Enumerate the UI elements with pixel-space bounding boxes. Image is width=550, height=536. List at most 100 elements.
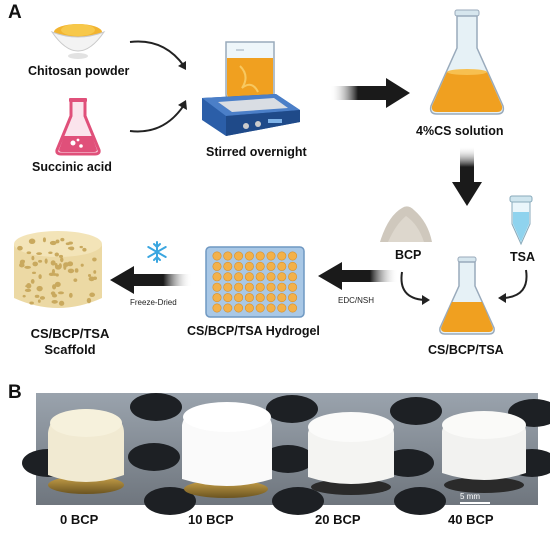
scaffold-pore <box>42 237 46 243</box>
plate-well <box>212 293 222 303</box>
scaffold-pore <box>37 299 41 303</box>
plate-hole <box>390 397 442 425</box>
scaffold-pore <box>68 292 73 298</box>
scaffold-pore <box>60 257 64 263</box>
scaffold-pore <box>19 259 25 266</box>
scaffold-pore <box>36 285 43 292</box>
plate-well <box>255 303 265 313</box>
plate-well <box>266 251 276 261</box>
plate-well <box>212 282 222 292</box>
scaffold-pore <box>57 291 65 295</box>
mixture-label: CS/BCP/TSA <box>428 343 504 357</box>
scaffold-pore <box>89 292 96 298</box>
scaffold-pore <box>54 252 59 257</box>
plate-well <box>212 261 222 271</box>
plate-hole <box>394 487 446 515</box>
edc-nsh-label: EDC/NSH <box>338 296 375 305</box>
scaffold-pore <box>39 296 46 300</box>
scale-bar-label: 5 mm <box>460 492 480 501</box>
plate-well <box>223 282 233 292</box>
scaffold-pore <box>55 239 60 244</box>
scaffold-pore <box>92 276 98 280</box>
scaffold-pore <box>22 294 26 298</box>
scaffold-pore <box>36 252 43 256</box>
succinic-acid-label: Succinic acid <box>32 160 112 174</box>
scaffold-pore <box>31 255 35 261</box>
plate-hole <box>272 487 324 515</box>
plate-well <box>266 261 276 271</box>
succinic-acid-flask-icon <box>55 98 101 156</box>
plate-well <box>244 282 254 292</box>
bcp-powder-icon <box>380 206 432 242</box>
scaffold-pore <box>38 274 42 279</box>
plate-well <box>244 261 254 271</box>
scaffold-pore <box>73 278 78 282</box>
scaffold-pore <box>26 283 32 289</box>
plate-well <box>288 272 298 282</box>
magnetic-stirrer-icon <box>202 41 300 136</box>
freeze-dried-label: Freeze-Dried <box>130 298 177 307</box>
scaffold-pore <box>80 263 84 267</box>
scaffold-pore <box>93 270 97 274</box>
plate-hole <box>382 449 434 477</box>
plate-hole <box>266 395 318 423</box>
scaffold-pore <box>58 254 64 258</box>
plate-well <box>234 272 244 282</box>
scaffold-pore <box>32 261 38 267</box>
plate-well <box>277 293 287 303</box>
plate-well <box>266 282 276 292</box>
scaffold-pore <box>38 259 43 263</box>
chitosan-bowl-icon <box>50 24 106 59</box>
plate-well <box>288 293 298 303</box>
plate-well <box>244 251 254 261</box>
tsa-tube-icon <box>509 195 533 246</box>
scaffold-pore <box>51 299 58 304</box>
process-arrow-icon <box>330 78 410 108</box>
process-arrow-icon <box>452 146 482 206</box>
curved-arrow-icon <box>498 269 528 303</box>
cs-solution-label: 4%CS solution <box>416 124 504 138</box>
scaffold-pore <box>17 245 23 251</box>
sample-label-0-bcp: 0 BCP <box>60 512 99 527</box>
plate-well <box>255 272 265 282</box>
plate-well <box>234 282 244 292</box>
plate-well <box>266 303 276 313</box>
plate-hole <box>130 393 182 421</box>
plate-well <box>234 303 244 313</box>
hydrogel-label: CS/BCP/TSA Hydrogel <box>187 324 320 338</box>
scaffold-pore <box>50 260 56 266</box>
plate-well <box>223 251 233 261</box>
scaffold-pore <box>30 279 35 284</box>
plate-hole <box>262 445 314 473</box>
scaffold-pore <box>92 257 97 262</box>
plate-well <box>277 303 287 313</box>
plate-well <box>212 272 222 282</box>
cs-solution-flask-icon <box>429 9 505 115</box>
scaffold-pore <box>49 240 57 246</box>
plate-well <box>255 282 265 292</box>
sample-label-20-bcp: 20 BCP <box>315 512 361 527</box>
stirred-overnight-label: Stirred overnight <box>206 145 307 159</box>
scaffold-pore <box>60 237 65 242</box>
panel-b-letter: B <box>8 382 22 403</box>
curved-arrow-icon <box>129 40 186 70</box>
tsa-label: TSA <box>510 250 535 264</box>
scaffold-pore <box>29 301 34 305</box>
scaffold-pore <box>63 264 67 270</box>
scaffold-pore <box>74 268 79 273</box>
scaffold-pore <box>65 242 71 246</box>
sample-label-40-bcp: 40 BCP <box>448 512 494 527</box>
plate-well <box>212 303 222 313</box>
scaffold-pore <box>87 274 92 277</box>
plate-well <box>277 272 287 282</box>
scaffold-pore <box>44 258 48 264</box>
process-arrow-icon <box>110 266 192 294</box>
plate-well <box>255 293 265 303</box>
scaffold-photo <box>22 393 550 515</box>
scaffold-pore <box>24 265 31 269</box>
scaffold-pore <box>79 245 83 249</box>
scaffold-pore <box>29 239 34 242</box>
plate-well <box>223 261 233 271</box>
plate-well <box>234 293 244 303</box>
scaffold-pore <box>55 264 62 270</box>
